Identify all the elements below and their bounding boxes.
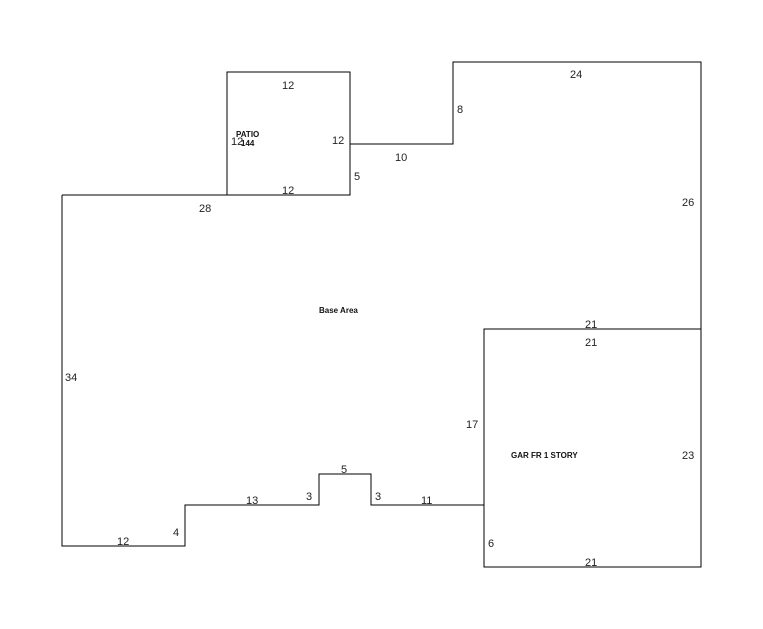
dim-bottom-left: 12 bbox=[117, 536, 129, 548]
dim-right-upper: 26 bbox=[682, 197, 694, 209]
dim-top-right: 24 bbox=[570, 69, 582, 81]
dim-garage-right: 23 bbox=[682, 450, 694, 462]
base-area-lower-outline bbox=[61, 195, 484, 547]
dim-garage-inner-top: 21 bbox=[585, 337, 597, 349]
patio-size-label: 144 bbox=[241, 139, 255, 148]
dim-notch-right: 3 bbox=[375, 491, 381, 503]
dim-upper-step-left: 8 bbox=[457, 104, 463, 116]
base-area-label: Base Area bbox=[319, 306, 358, 315]
dim-garage-lower-left: 6 bbox=[488, 538, 494, 550]
dim-bottom-step-up: 4 bbox=[173, 527, 179, 539]
dim-bottom-mid: 13 bbox=[246, 495, 258, 507]
base-area-outline bbox=[62, 61, 702, 329]
patio-name-label: PATIO bbox=[236, 130, 259, 139]
garage-outline bbox=[483, 328, 702, 568]
garage-label: GAR FR 1 STORY bbox=[511, 451, 578, 460]
dim-garage-outer-top: 21 bbox=[585, 319, 597, 331]
dim-patio-top: 12 bbox=[282, 80, 294, 92]
dim-upper-step-right: 5 bbox=[354, 171, 360, 183]
dim-notch-top: 5 bbox=[341, 464, 347, 476]
dim-patio-bottom: 12 bbox=[282, 185, 294, 197]
dim-patio-right: 12 bbox=[332, 135, 344, 147]
dim-garage-bottom: 21 bbox=[585, 557, 597, 569]
patio-outline bbox=[226, 71, 351, 196]
dim-notch-left: 3 bbox=[306, 491, 312, 503]
dim-upper-step-top: 10 bbox=[395, 152, 407, 164]
dim-garage-left: 17 bbox=[466, 419, 478, 431]
dim-left-top: 28 bbox=[199, 203, 211, 215]
dim-left-side: 34 bbox=[65, 372, 77, 384]
dim-bottom-right-run: 11 bbox=[421, 495, 432, 507]
dim-patio-left: 12 bbox=[231, 136, 243, 148]
